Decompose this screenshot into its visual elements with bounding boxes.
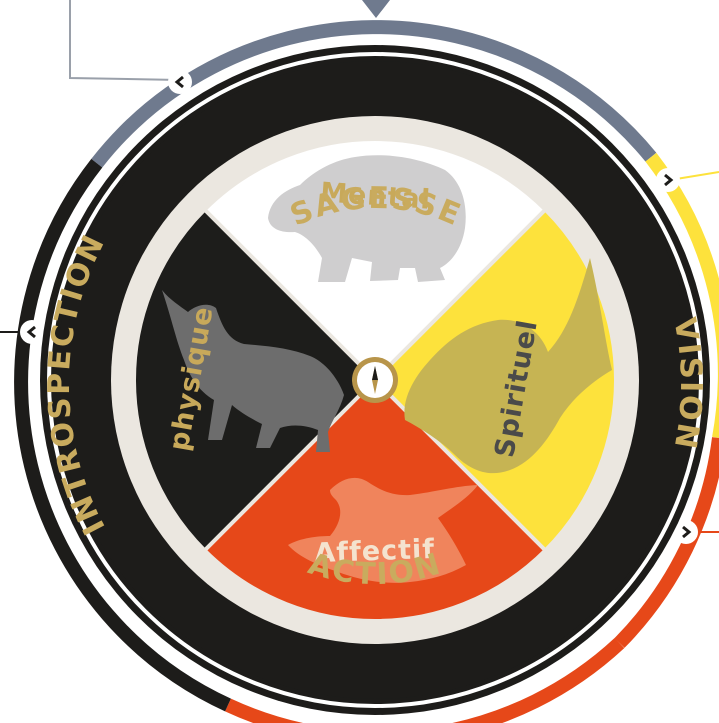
marker-north-icon xyxy=(168,70,192,94)
quadrant-label-mental: Mental xyxy=(319,177,432,216)
bear-icon xyxy=(268,155,466,282)
outer-arc-southeast xyxy=(614,437,719,648)
dark-ring-inner-edge xyxy=(47,52,703,708)
marker-southeast-icon xyxy=(674,520,698,544)
goose-icon xyxy=(288,477,478,583)
outer-arc-west xyxy=(14,158,231,712)
outer-arc-south xyxy=(225,637,625,723)
compass-icon xyxy=(352,357,398,403)
ring-label-east: VISION xyxy=(666,315,708,453)
quadrant-label-affectif: Affectif xyxy=(314,534,436,569)
wolf-icon xyxy=(162,290,344,452)
arc-markers xyxy=(20,70,698,544)
connector-line-north xyxy=(69,0,181,81)
outer-arc-north xyxy=(91,20,657,168)
marker-east-icon xyxy=(656,168,680,192)
eagle-icon xyxy=(404,258,612,474)
marker-west-icon xyxy=(20,320,44,344)
north-pointer-icon xyxy=(362,0,390,18)
